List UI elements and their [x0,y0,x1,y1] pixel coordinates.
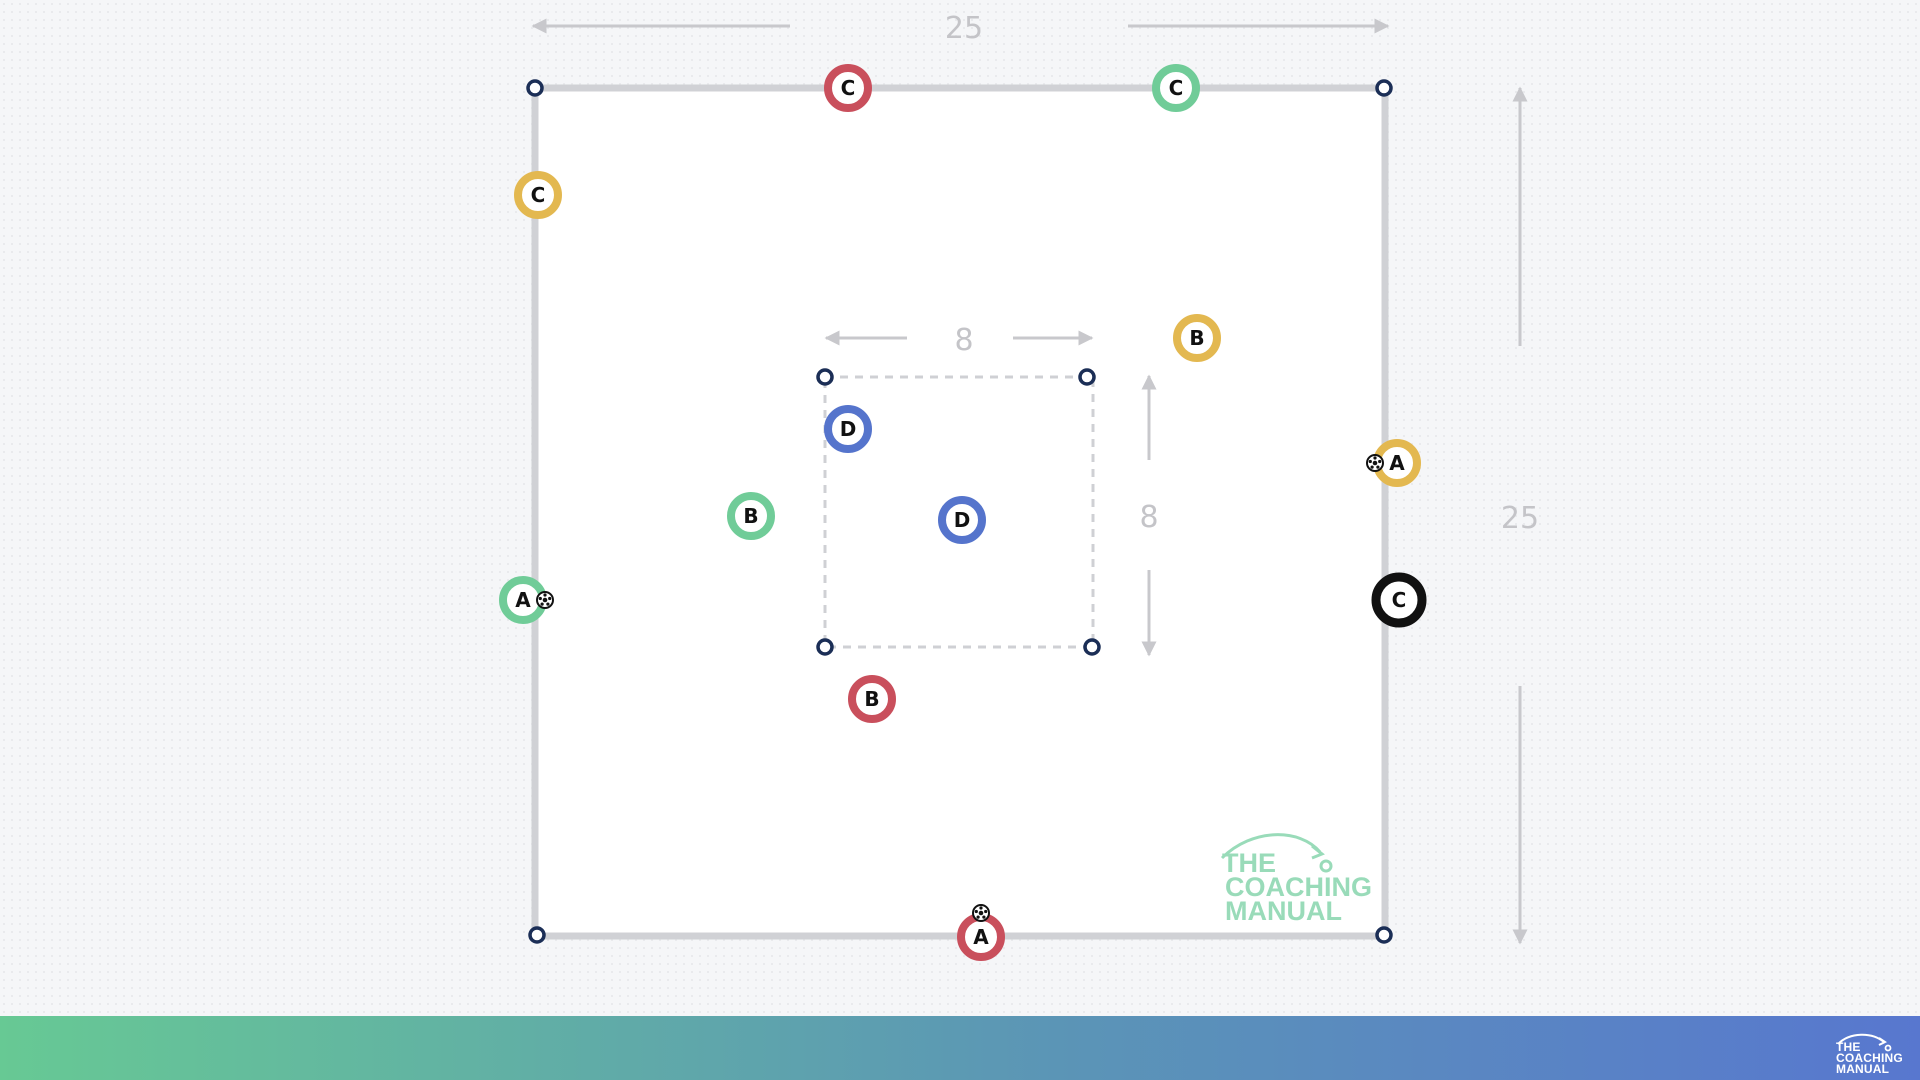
outer-width-label: 25 [945,11,983,46]
soccer-ball-icon [972,904,990,922]
player-blue-d-2: D [938,496,986,544]
svg-text:C: C [1169,76,1184,100]
player-green-b: B [727,492,775,540]
player-red-a: A [957,904,1005,961]
cone-marker-icon [1083,638,1101,656]
svg-text:MANUAL: MANUAL [1225,896,1342,926]
player-green-a: A [499,576,554,624]
svg-text:C: C [841,76,856,100]
svg-text:B: B [864,687,879,711]
footer-logo-line3: MANUAL [1836,1062,1890,1076]
svg-text:A: A [515,588,531,612]
cone-marker-icon [1375,79,1393,97]
cone-marker-icon [528,926,546,944]
footer-logo: THE COACHING MANUAL [1832,1026,1910,1076]
cone-marker-icon [1078,368,1096,386]
soccer-ball-icon [1366,454,1384,472]
footer-logo-line2: COACHING [1836,1051,1903,1065]
svg-text:A: A [973,925,989,949]
svg-text:THE: THE [1222,848,1276,878]
outer-width-dimension: 25 [531,11,1390,46]
cone-marker-icon [816,368,834,386]
outer-height-dimension: 25 [1501,86,1539,945]
player-blue-d-1: D [824,405,872,453]
footer-logo-line1: THE [1836,1040,1861,1054]
svg-text:C: C [531,183,546,207]
drill-diagram: 25 25 8 8 C C C B [499,11,1539,961]
cone-marker-icon [1375,926,1393,944]
outer-height-label: 25 [1501,501,1539,536]
cone-marker-icon [526,79,544,97]
soccer-ball-icon [536,591,554,609]
inner-width-label: 8 [954,323,973,358]
inner-height-dimension: 8 [1139,374,1159,657]
player-red-b: B [848,675,896,723]
player-yellow-c-left: C [514,171,562,219]
watermark-logo: THE COACHING MANUAL [1220,833,1372,926]
svg-text:B: B [743,504,758,528]
logo-swoosh-icon [1837,1033,1892,1052]
svg-text:B: B [1189,326,1204,350]
player-red-c-top: C [824,64,872,112]
player-green-c-top: C [1152,64,1200,112]
svg-text:D: D [840,417,857,441]
player-yellow-a: A [1366,439,1421,487]
svg-text:C: C [1392,588,1407,612]
inner-width-dimension: 8 [824,323,1094,358]
inner-height-label: 8 [1139,500,1158,535]
svg-text:D: D [954,508,971,532]
cone-marker-icon [816,638,834,656]
svg-text:COACHING: COACHING [1225,872,1372,902]
player-black-c: C [1371,572,1427,628]
svg-text:A: A [1389,451,1405,475]
footer-bar: THE COACHING MANUAL [0,1016,1920,1080]
player-yellow-b: B [1173,314,1221,362]
cones [526,79,1393,944]
